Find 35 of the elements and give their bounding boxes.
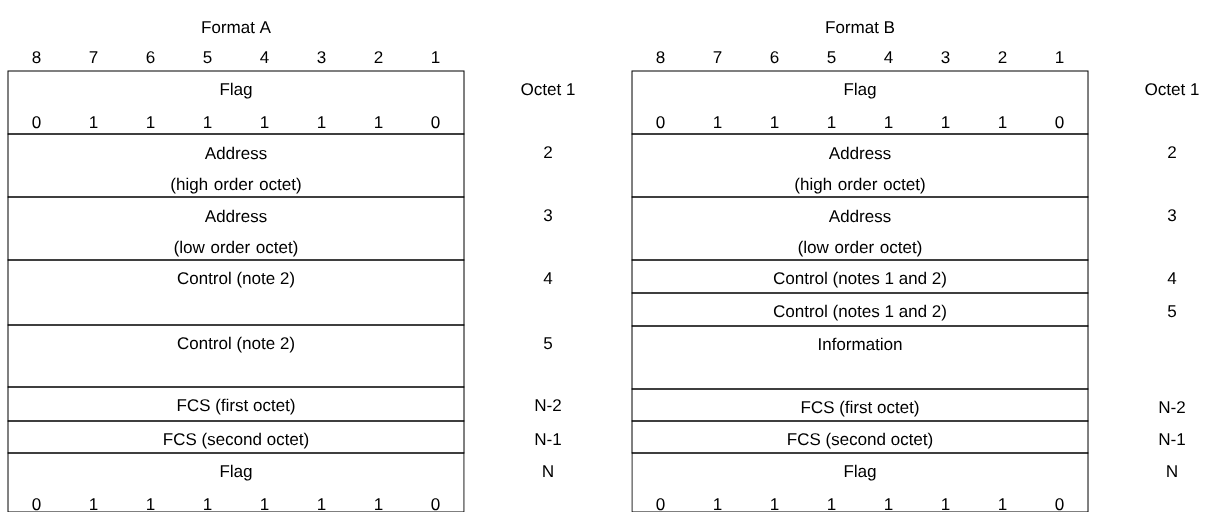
octet-number: N-1 — [1159, 433, 1185, 445]
format-title: Format A — [202, 21, 271, 34]
field-box: Control (notes 1 and 2) — [631, 292, 1089, 327]
octet-number: Octet 1 — [521, 83, 575, 96]
octet-number: 2 — [544, 146, 552, 158]
field-box: Control (note 2) — [7, 259, 465, 326]
field-box: Flag 0 1 1 1 1 1 1 0 — [7, 452, 465, 512]
octet-number: N-1 — [535, 433, 561, 445]
field-box: Address (low order octet) — [631, 196, 1089, 261]
octet-number: N-2 — [1159, 401, 1185, 413]
octet-number: N — [543, 465, 553, 477]
field-box: Control (note 2) — [7, 324, 465, 388]
octet-number: 3 — [1167, 209, 1176, 222]
field-box: Flag 0 1 1 1 1 1 1 0 — [631, 70, 1089, 135]
octet-number: N-2 — [535, 399, 561, 411]
octet-number: N — [1167, 465, 1177, 477]
field-box: Address (high order octet) — [631, 133, 1089, 198]
field-box: Address (high order octet) — [7, 133, 465, 198]
field-box: Flag 0 1 1 1 1 1 1 0 — [7, 70, 465, 135]
field-box: FCS (first octet) — [631, 388, 1089, 422]
field-box: FCS (second octet) — [631, 420, 1089, 454]
field-box: FCS (first octet) — [7, 386, 465, 422]
octet-number: 4 — [1167, 272, 1177, 284]
field-box: Address (low order octet) — [7, 196, 465, 261]
octet-number: 3 — [543, 209, 552, 222]
field-box: Flag 0 1 1 1 1 1 1 0 — [631, 452, 1089, 512]
field-box: FCS (second octet) — [7, 420, 465, 454]
octet-number: 2 — [1168, 146, 1176, 158]
field-box: Control (notes 1 and 2) — [631, 259, 1089, 294]
field-box: Information — [631, 325, 1089, 390]
octet-number: 5 — [1167, 305, 1176, 318]
format-title: Format B — [826, 21, 895, 34]
octet-number: 4 — [543, 272, 553, 284]
octet-number: 5 — [543, 337, 552, 350]
octet-number: Octet 1 — [1145, 83, 1199, 96]
